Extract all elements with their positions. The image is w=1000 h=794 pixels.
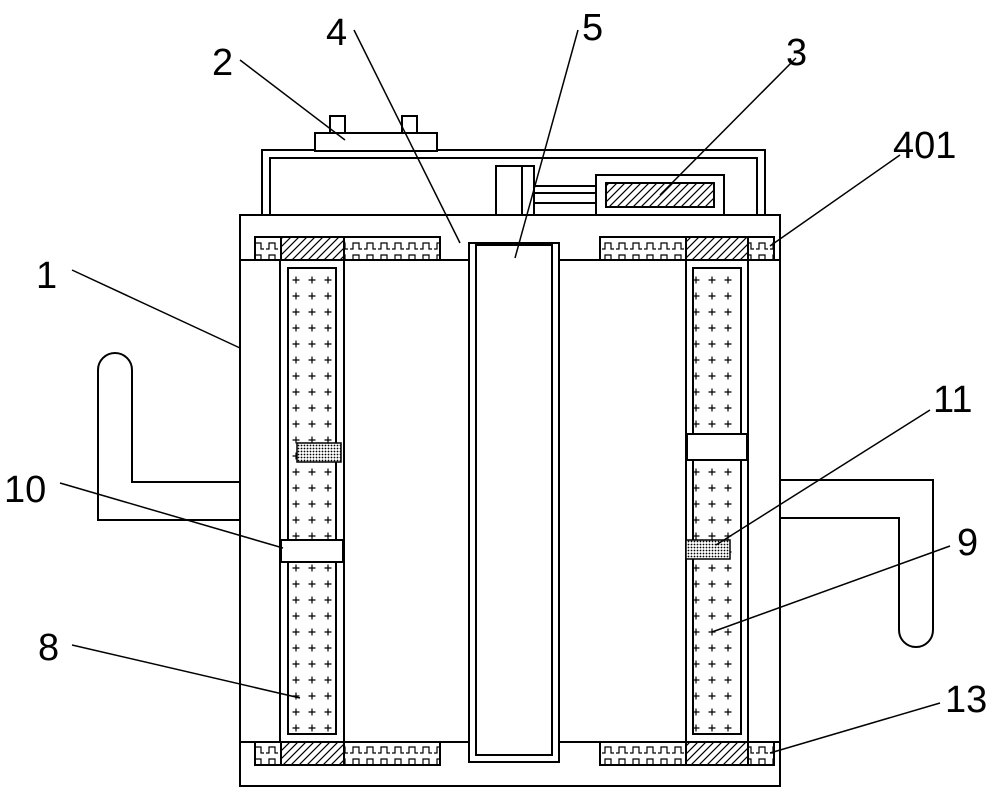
callout-labels: 1 2 4 5 3 401 11 10 9 8 13 xyxy=(4,7,987,721)
label-2: 2 xyxy=(212,42,233,84)
label-5: 5 xyxy=(582,7,603,49)
drive-motor-3 xyxy=(534,174,725,216)
label-3: 3 xyxy=(786,32,807,74)
label-10: 10 xyxy=(4,469,46,511)
right-filter-column-9 xyxy=(685,259,749,743)
leader-lines xyxy=(59,29,951,754)
left-filter-column-8 xyxy=(279,259,345,743)
bottom-bearing-strip-13 xyxy=(254,741,775,766)
label-13: 13 xyxy=(945,679,987,721)
top-bearing-strip-401 xyxy=(254,236,775,261)
center-shaft-4 xyxy=(468,242,560,763)
label-11: 11 xyxy=(933,379,972,421)
top-frame xyxy=(261,149,766,215)
label-1: 1 xyxy=(36,255,57,297)
top-handle-2 xyxy=(314,115,438,152)
label-8: 8 xyxy=(38,627,59,669)
label-4: 4 xyxy=(326,12,347,54)
label-401: 401 xyxy=(893,125,956,167)
left-side-handle xyxy=(97,352,243,521)
label-9: 9 xyxy=(957,522,978,564)
